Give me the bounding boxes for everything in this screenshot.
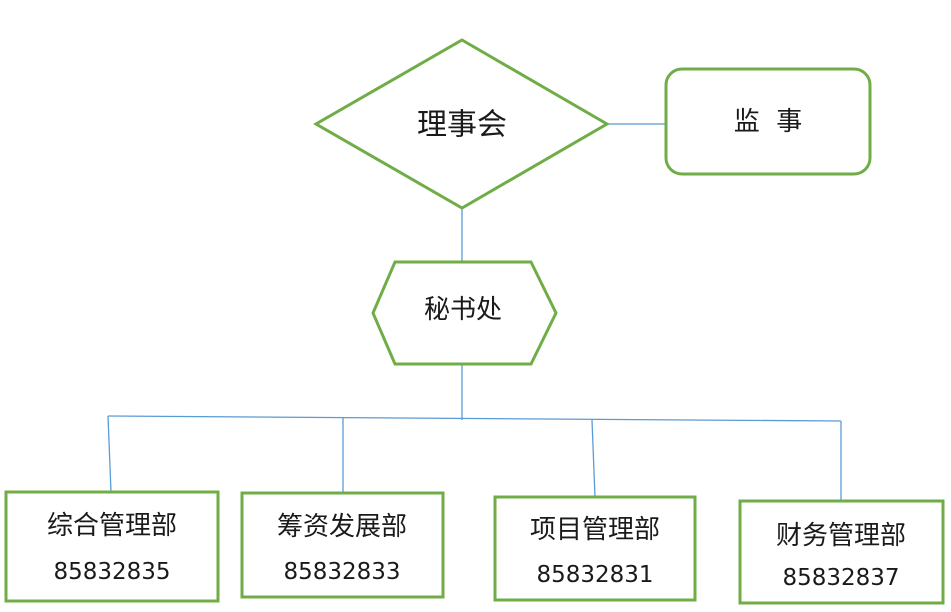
connector-dept-1: [107, 415, 112, 493]
department-name: 筹资发展部: [277, 512, 407, 542]
secretariat-hexagon: [371, 260, 558, 366]
secretariat-label: 秘书处: [424, 295, 502, 325]
department-box: [240, 491, 445, 599]
department-phone: 85832837: [782, 565, 899, 591]
supervisor-box: [664, 67, 872, 176]
department-name: 财务管理部: [776, 521, 906, 551]
secretariat-node: 秘书处: [371, 260, 558, 366]
board-label: 理事会: [417, 108, 507, 143]
board-diamond: [312, 38, 610, 210]
supervisor-label: 监 事: [734, 107, 803, 137]
department-phone: 85832833: [283, 559, 400, 585]
department-box: [493, 495, 697, 602]
department-box: [4, 490, 220, 603]
department-name: 综合管理部: [47, 511, 177, 541]
department-phone: 85832835: [53, 559, 170, 585]
board-node: 理事会: [312, 38, 610, 210]
connectors: [107, 123, 842, 501]
department-box: [738, 499, 945, 605]
department-1: 综合管理部 85832835: [4, 490, 220, 603]
department-name: 项目管理部: [530, 515, 660, 545]
department-phone: 85832831: [536, 562, 653, 588]
connector-horizontal-bus: [107, 415, 842, 422]
department-3: 项目管理部 85832831: [493, 495, 697, 602]
connector-dept-3: [591, 419, 596, 498]
department-4: 财务管理部 85832837: [738, 499, 945, 605]
supervisor-node: 监 事: [664, 67, 872, 176]
department-2: 筹资发展部 85832833: [240, 491, 445, 599]
